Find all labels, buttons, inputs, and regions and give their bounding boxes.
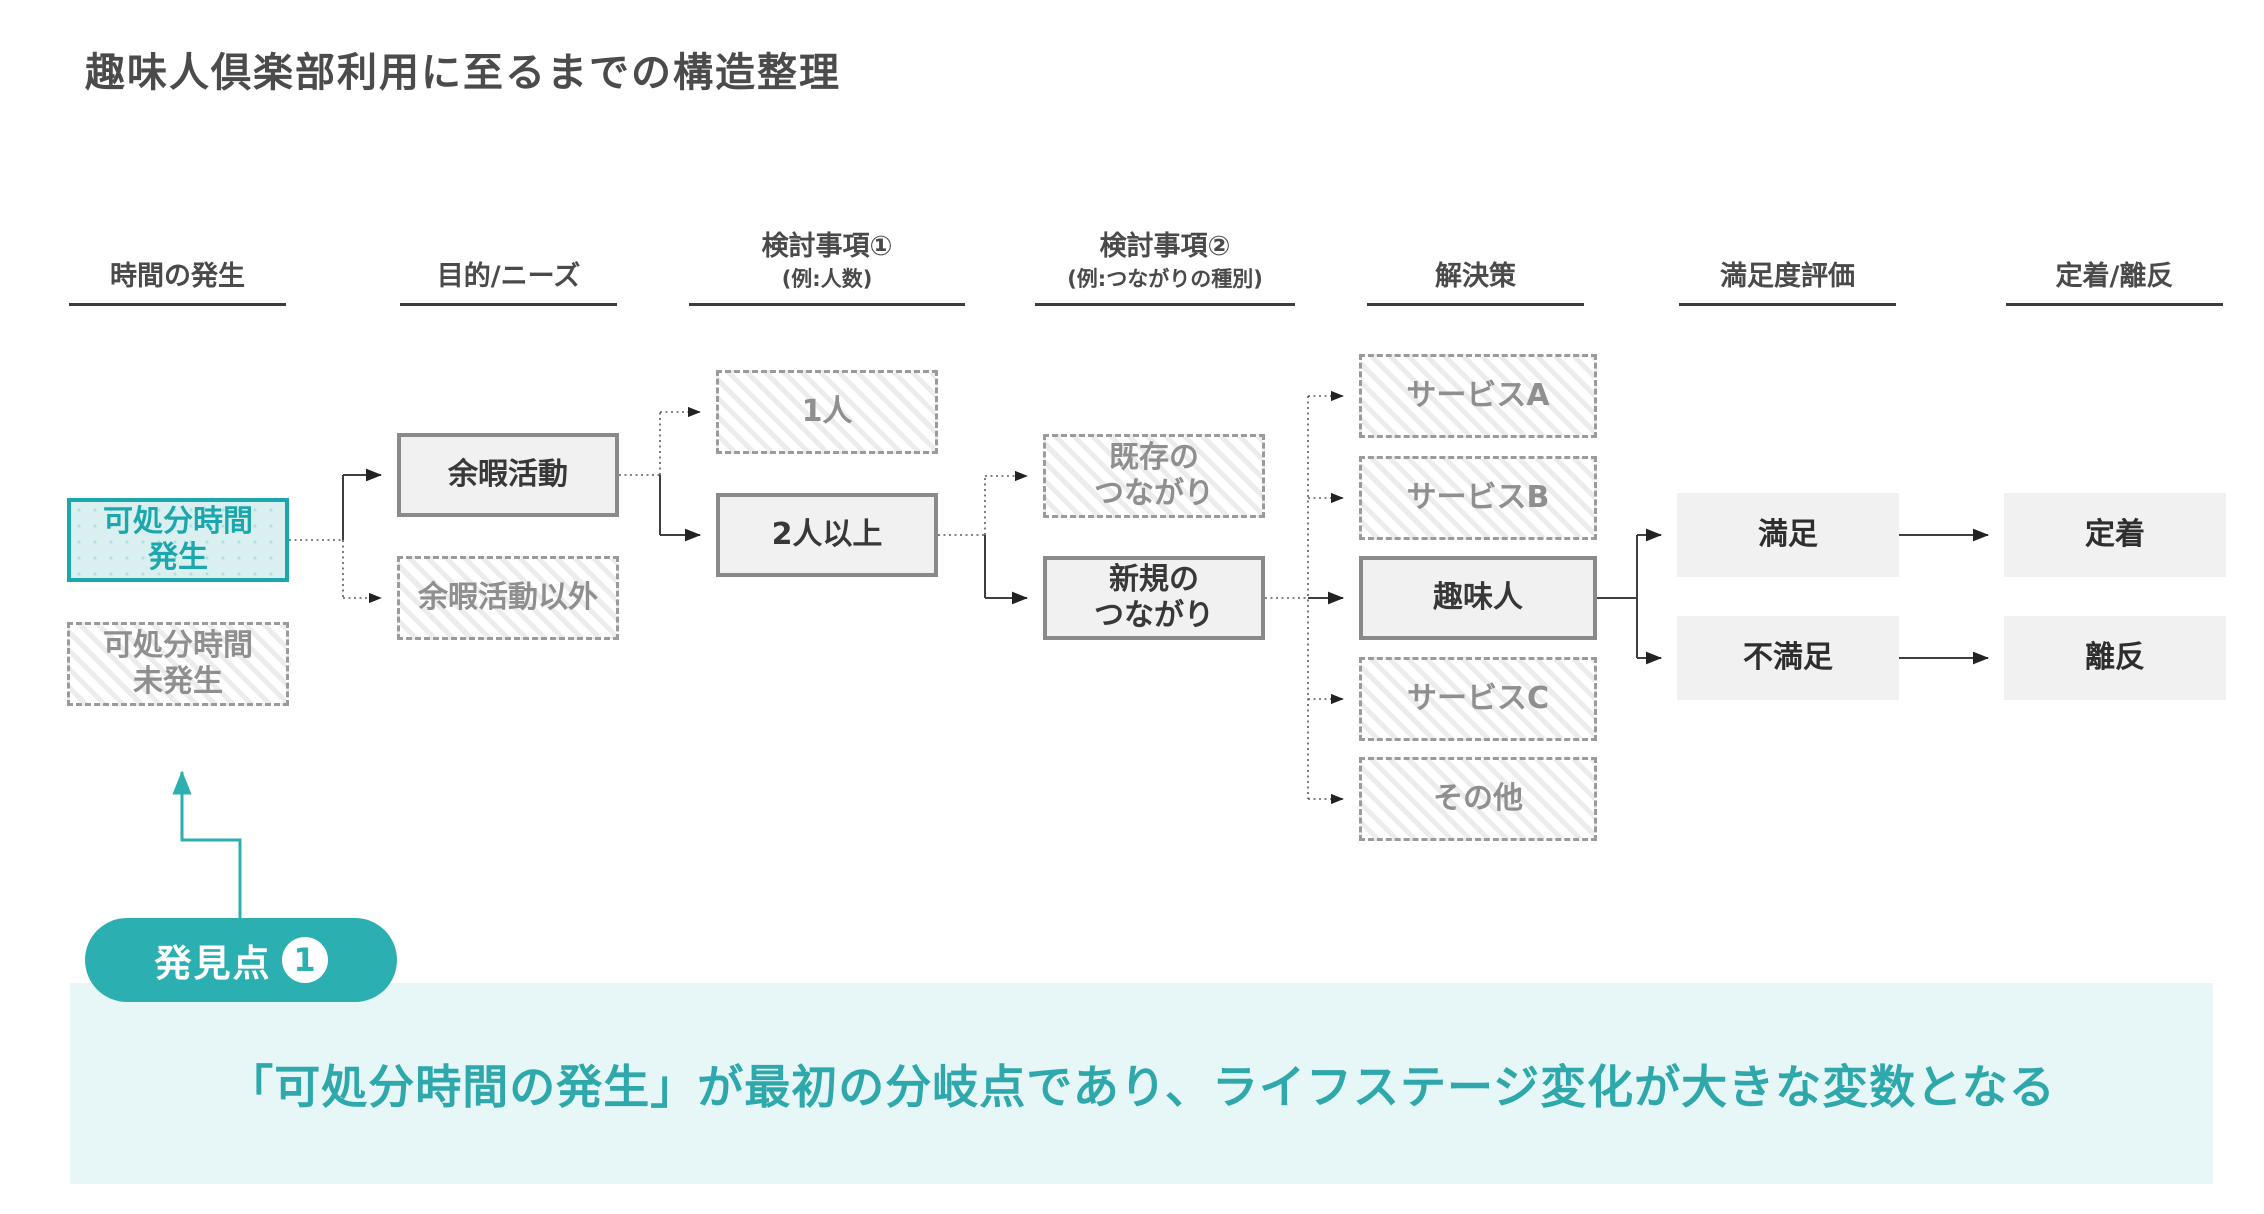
node-service-c: サービスC [1359,657,1597,741]
discovery-badge-label: 発見点 [154,942,272,985]
column-header-time: 時間の発生 [69,211,286,306]
column-header-solution: 解決策 [1367,211,1584,306]
column-header-purpose: 目的/ニーズ [400,211,617,306]
column-header-retention: 定着/離反 [2006,211,2223,306]
node-existing-ties: 既存の つながり [1043,434,1265,518]
node-churned: 離反 [2004,616,2226,700]
node-one-person: 1人 [716,370,938,454]
node-satisfied: 満足 [1677,493,1899,577]
column-header-satisfaction: 満足度評価 [1679,211,1896,306]
page-title: 趣味人倶楽部利用に至るまでの構造整理 [85,50,841,96]
node-shumijin: 趣味人 [1359,556,1597,640]
discovery-badge-number-icon: 1 [281,937,328,983]
node-two-or-more: 2人以上 [716,493,938,577]
node-leisure: 余暇活動 [397,433,619,517]
node-disposable-time-none: 可処分時間 未発生 [67,622,289,706]
column-header-consideration-2: 検討事項② (例:つながりの種別) [1035,211,1295,306]
node-service-a: サービスA [1359,354,1597,438]
node-non-leisure: 余暇活動以外 [397,556,619,640]
discovery-arrow [172,770,242,918]
node-new-ties: 新規の つながり [1043,556,1265,640]
column-header-consideration-1: 検討事項① (例:人数) [689,211,965,306]
node-disposable-time-occurs: 可処分時間 発生 [67,498,289,582]
node-retained: 定着 [2004,493,2226,577]
discovery-badge: 発見点 1 [85,918,397,1002]
node-other: その他 [1359,757,1597,841]
callout-text: 「可処分時間の発生」が最初の分岐点であり、ライフステージ変化が大きな変数となる [227,1059,2056,1114]
callout-band: 「可処分時間の発生」が最初の分岐点であり、ライフステージ変化が大きな変数となる [70,983,2213,1184]
node-service-b: サービスB [1359,456,1597,540]
node-dissatisfied: 不満足 [1677,616,1899,700]
